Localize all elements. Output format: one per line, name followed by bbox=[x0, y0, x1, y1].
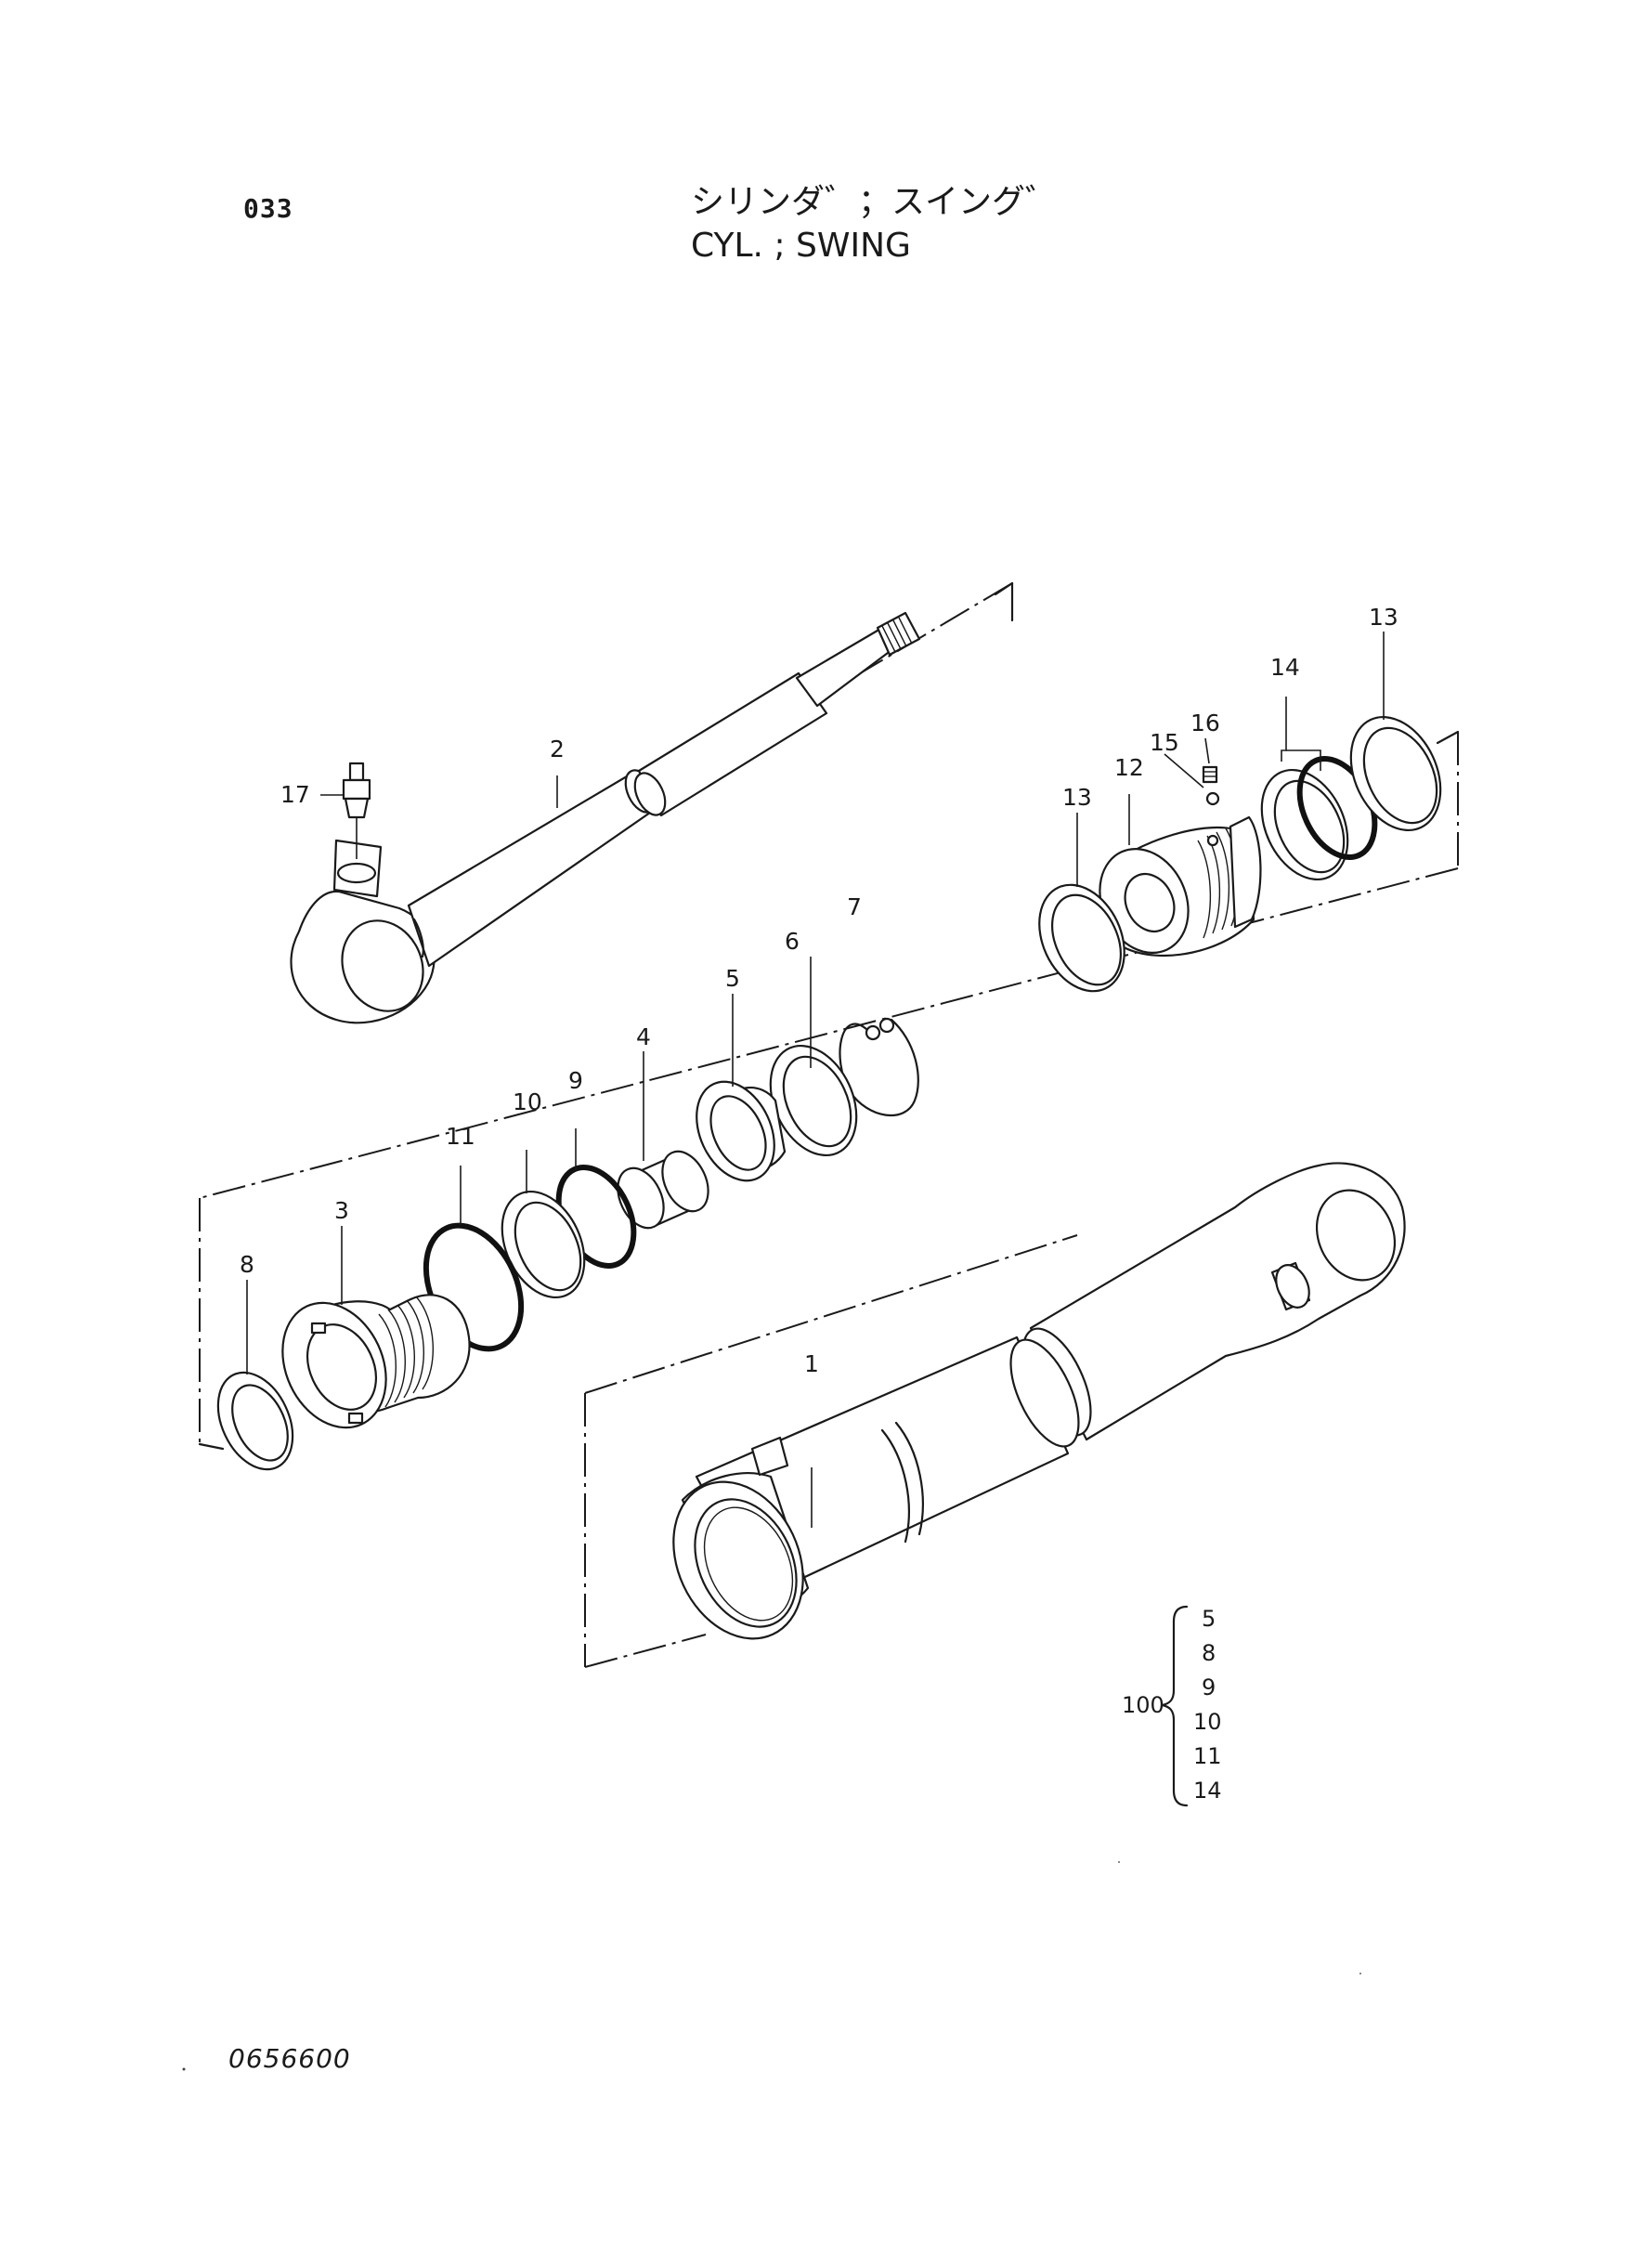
callout-13-left: 13 bbox=[1062, 784, 1092, 811]
kit-label: 100 bbox=[1122, 1692, 1164, 1718]
callout-4: 4 bbox=[636, 1023, 651, 1050]
drawing-code: 0656600 bbox=[228, 2043, 351, 2074]
page-number: 033 bbox=[243, 193, 293, 224]
kit-item: 9 bbox=[1202, 1674, 1216, 1700]
part-ball-and-set-screw bbox=[1202, 765, 1220, 806]
callout-7: 7 bbox=[847, 893, 862, 920]
callout-12: 12 bbox=[1114, 754, 1144, 781]
part-snap-ring bbox=[839, 1017, 919, 1117]
callout-1: 1 bbox=[804, 1350, 819, 1377]
title-japanese: シリンダ゛；スイング゛ bbox=[691, 183, 1060, 221]
callout-14: 14 bbox=[1270, 654, 1300, 681]
part-rod-seal bbox=[696, 1080, 787, 1182]
part-cylinder-tube bbox=[672, 1162, 1406, 1640]
callout-8: 8 bbox=[240, 1251, 254, 1278]
part-wear-ring-left bbox=[1038, 883, 1125, 993]
kit-item: 10 bbox=[1193, 1709, 1222, 1735]
part-piston bbox=[1099, 815, 1262, 958]
part-rod-cover bbox=[281, 1294, 471, 1429]
callout-2: 2 bbox=[550, 736, 565, 762]
kit-item: 11 bbox=[1193, 1743, 1222, 1769]
callout-13-right: 13 bbox=[1369, 604, 1398, 631]
part-backup-ring-small bbox=[501, 1190, 586, 1299]
part-backup-ring bbox=[769, 1044, 858, 1157]
part-bushing bbox=[617, 1150, 709, 1230]
callout-labels: 1 2 3 4 5 6 7 8 9 10 11 12 13 13 14 15 1… bbox=[240, 604, 1398, 1377]
callout-3: 3 bbox=[334, 1197, 349, 1224]
repair-kit-list: 100 5 8 9 10 11 14 bbox=[1122, 1605, 1222, 1807]
callout-16: 16 bbox=[1190, 710, 1220, 736]
print-specks bbox=[182, 1861, 1361, 2071]
callout-11: 11 bbox=[446, 1123, 475, 1150]
part-grease-fitting bbox=[342, 762, 371, 859]
kit-item: 5 bbox=[1202, 1606, 1216, 1632]
callout-6: 6 bbox=[785, 928, 800, 955]
part-dust-seal bbox=[216, 1371, 294, 1471]
callout-5: 5 bbox=[725, 965, 740, 992]
callout-17: 17 bbox=[280, 781, 310, 808]
title-english: CYL. ; SWING bbox=[691, 227, 911, 265]
callout-leaders bbox=[246, 632, 1385, 1528]
part-piston-seal bbox=[1260, 756, 1378, 881]
callout-15: 15 bbox=[1150, 729, 1179, 756]
callout-9: 9 bbox=[568, 1067, 583, 1094]
kit-item: 8 bbox=[1202, 1640, 1216, 1666]
kit-item: 14 bbox=[1193, 1778, 1222, 1804]
part-piston-rod bbox=[290, 611, 921, 1024]
part-wear-ring-right bbox=[1349, 715, 1442, 832]
callout-10: 10 bbox=[513, 1088, 542, 1115]
